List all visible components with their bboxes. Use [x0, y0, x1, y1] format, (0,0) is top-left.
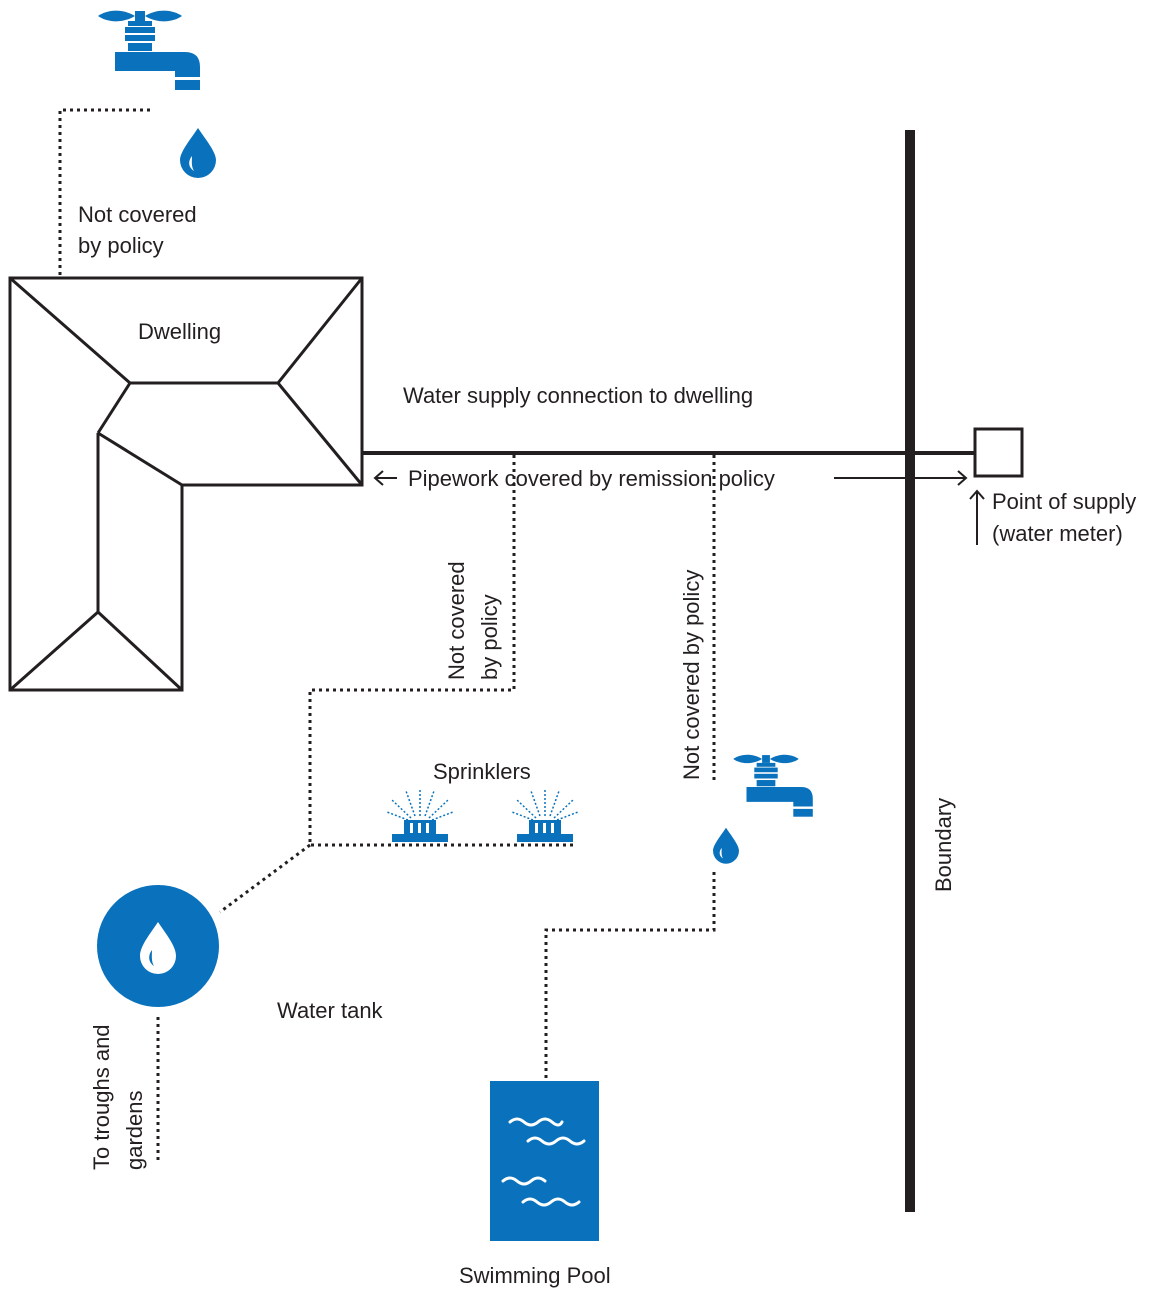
dwelling-roof	[8, 276, 364, 692]
pipework-label: Pipework covered by remission policy	[408, 466, 775, 491]
pipework-arrow-left-icon	[373, 470, 397, 486]
not-covered-tap-label: Not covered by policy	[78, 202, 203, 258]
point-of-supply-arrow-icon	[969, 489, 985, 545]
sprinklers-label: Sprinklers	[433, 759, 531, 784]
water-supply-label: Water supply connection to dwelling	[403, 383, 753, 408]
swimming-pool-label: Swimming Pool	[459, 1263, 611, 1288]
water-drop-icon	[180, 128, 216, 178]
dwelling-label: Dwelling	[138, 319, 221, 344]
boundary-label: Boundary	[931, 798, 956, 892]
pipe-to-sprinklers	[308, 455, 575, 847]
point-of-supply-label: Point of supply (water meter)	[992, 489, 1142, 546]
water-tank-icon	[97, 885, 219, 1007]
not-covered-pool-label: Not covered by policy	[679, 570, 704, 780]
swimming-pool-icon	[490, 1081, 599, 1241]
pipe-to-top-tap	[58, 108, 150, 275]
water-drop-icon	[713, 827, 739, 864]
sprinkler-icon	[386, 787, 454, 843]
tap-icon	[98, 10, 200, 90]
not-covered-sprinklers-label: Not covered by policy	[444, 555, 502, 680]
tap-icon	[733, 754, 813, 817]
pipework-arrow-right-icon	[834, 470, 968, 486]
sprinkler-icon	[511, 787, 579, 843]
pipe-to-pool	[544, 872, 716, 1080]
troughs-label: To troughs and gardens	[89, 1018, 147, 1170]
water-meter-icon	[973, 427, 1024, 478]
pipe-to-water-tank	[219, 843, 311, 914]
water-tank-label: Water tank	[277, 998, 384, 1023]
